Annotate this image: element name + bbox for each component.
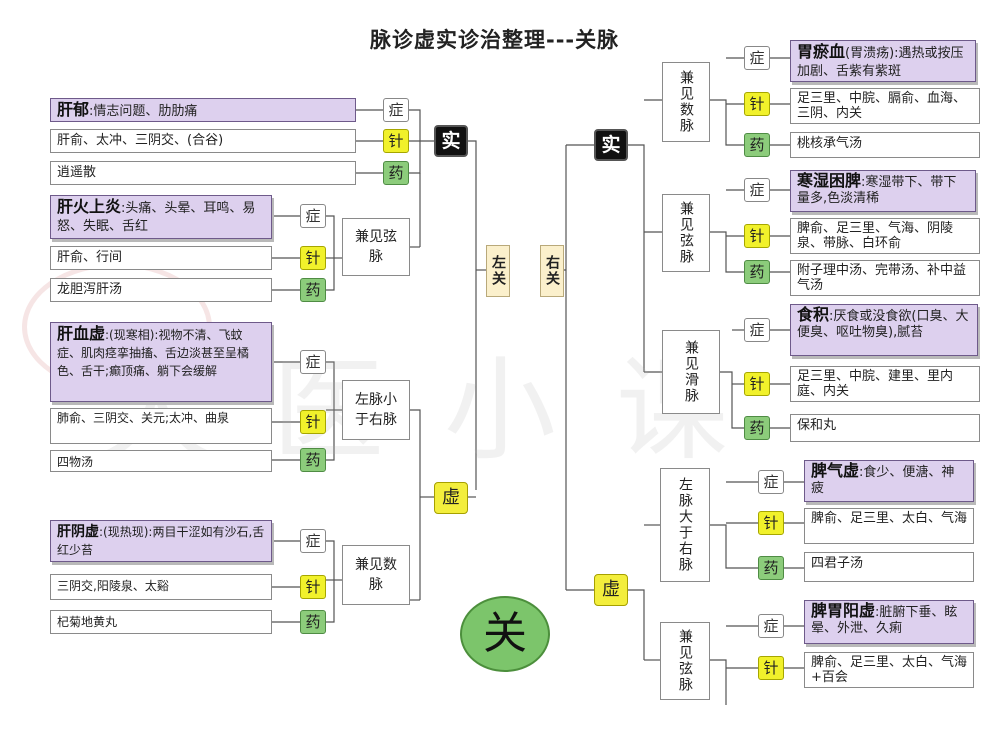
sub-node-left-shu: 兼见数脉 <box>342 545 410 605</box>
zheng-tag: 症 <box>300 350 326 374</box>
yao-tag: 药 <box>300 448 326 472</box>
zheng-tag: 症 <box>744 318 770 342</box>
sub-node-left-xiao: 左脉小于右脉 <box>342 380 410 440</box>
sub-node-left-xian: 兼见弦脉 <box>342 218 410 276</box>
zhen-tag: 针 <box>744 224 770 248</box>
right-shi-node: 实 <box>594 129 628 161</box>
zhen-tag: 针 <box>300 575 326 599</box>
zhen-tag: 针 <box>744 92 770 116</box>
yao-box-gan-huo: 龙胆泻肝汤 <box>50 278 272 302</box>
zheng-desc: :厌食或没食欲(口臭、大便臭、呕吐物臭),腻苔 <box>797 309 969 340</box>
zhen-box-gan-xue-xu: 肺俞、三阴交、关元;太冲、曲泉 <box>50 408 272 444</box>
zhen-tag: 针 <box>300 410 326 434</box>
zheng-tag: 症 <box>744 178 770 202</box>
zheng-tag: 症 <box>383 98 409 122</box>
yao-box-shi-ji: 保和丸 <box>790 414 980 442</box>
left-shi-node: 实 <box>434 125 468 157</box>
guan-center-circle: 关 <box>460 596 550 672</box>
sub-node-right-xu-xian: 兼见弦脉 <box>660 622 710 700</box>
zheng-desc: :寒湿带下、带下量多,色淡清稀 <box>797 175 957 206</box>
yao-tag: 药 <box>758 556 784 580</box>
zheng-desc: (胃溃疡):遇热或按压加剧、舌紫有紫斑 <box>797 46 964 79</box>
zhen-box-gan-yin-xu: 三阴交,阳陵泉、太谿 <box>50 574 272 600</box>
zheng-name: 脾胃阳虚 <box>811 601 876 620</box>
zhen-box-gan-huo: 肝俞、行间 <box>50 246 272 270</box>
zheng-box-wei-yu-xue: 胃瘀血(胃溃疡):遇热或按压加剧、舌紫有紫斑 <box>790 40 976 82</box>
yao-tag: 药 <box>383 161 409 185</box>
zheng-box-gan-huo: 肝火上炎:头痛、头晕、耳鸣、易怒、失眠、舌红 <box>50 195 272 239</box>
yao-tag: 药 <box>744 260 770 284</box>
zhen-tag: 针 <box>744 372 770 396</box>
left-xu-node: 虚 <box>434 482 468 514</box>
zhen-tag: 针 <box>758 511 784 535</box>
zheng-box-gan-xue-xu: 肝血虚:(现寒相):视物不清、飞蚊症、肌肉痉挛抽搐、舌边淡甚至呈橘色、舌干;癫顶… <box>50 322 272 402</box>
zheng-tag: 症 <box>758 614 784 638</box>
yao-box-pi-qi-xu: 四君子汤 <box>804 552 974 582</box>
sub-node-right-xian: 兼见弦脉 <box>662 194 710 272</box>
right-guan-label: 右关 <box>540 245 564 297</box>
zhen-box-pi-wei-yang-xu: 脾俞、足三里、太白、气海+百会 <box>804 652 974 688</box>
zhen-box-pi-qi-xu: 脾俞、足三里、太白、气海 <box>804 508 974 544</box>
zheng-box-shi-ji: 食积:厌食或没食欲(口臭、大便臭、呕吐物臭),腻苔 <box>790 304 978 356</box>
zheng-name: 肝阴虚 <box>57 524 99 540</box>
zheng-desc: :(现寒相):视物不清、飞蚊症、肌肉痉挛抽搐、舌边淡甚至呈橘色、舌干;癫顶痛、躺… <box>57 328 250 378</box>
zheng-desc: :食少、便溏、神疲 <box>811 465 955 496</box>
zheng-box-han-shi: 寒湿困脾:寒湿带下、带下量多,色淡清稀 <box>790 170 976 212</box>
left-guan-label: 左关 <box>486 245 510 297</box>
zheng-desc: :(现热现):两目干涩如有沙石,舌红少苔 <box>57 525 265 557</box>
zheng-box-gan-yin-xu: 肝阴虚:(现热现):两目干涩如有沙石,舌红少苔 <box>50 520 272 562</box>
zhen-tag: 针 <box>300 246 326 270</box>
zheng-box-pi-qi-xu: 脾气虚:食少、便溏、神疲 <box>804 460 974 502</box>
zheng-name: 肝血虚 <box>57 324 106 343</box>
zheng-name: 食积 <box>797 305 830 324</box>
zheng-name: 脾气虚 <box>811 461 860 480</box>
zheng-box-pi-wei-yang-xu: 脾胃阳虚:脏腑下垂、眩晕、外泄、久痢 <box>804 600 974 644</box>
zheng-tag: 症 <box>300 529 326 553</box>
yao-box-wei-yu-xue: 桃核承气汤 <box>790 132 980 158</box>
sub-node-right-shu: 兼见数脉 <box>662 62 710 142</box>
yao-box-gan-xue-xu: 四物汤 <box>50 450 272 472</box>
yao-tag: 药 <box>300 610 326 634</box>
zheng-desc: :脏腑下垂、眩晕、外泄、久痢 <box>811 605 958 636</box>
page-title: 脉诊虚实诊治整理---关脉 <box>370 28 620 52</box>
yao-box-gan-yin-xu: 杞菊地黄丸 <box>50 610 272 634</box>
zhen-box-shi-ji: 足三里、中脘、建里、里内庭、内关 <box>790 366 980 402</box>
sub-node-right-hua: 兼见滑脉 <box>662 330 720 414</box>
zheng-name: 肝郁 <box>57 100 90 119</box>
sub-node-right-da: 左脉大于右脉 <box>660 468 710 582</box>
zheng-box-gan-yu: 肝郁:情志问题、肋肋痛 <box>50 98 356 122</box>
right-xu-node: 虚 <box>594 574 628 606</box>
zhen-tag: 针 <box>383 129 409 153</box>
zheng-desc: :头痛、头晕、耳鸣、易怒、失眠、舌红 <box>57 201 256 234</box>
yao-tag: 药 <box>744 133 770 157</box>
yao-tag: 药 <box>744 416 770 440</box>
yao-box-gan-yu: 逍遥散 <box>50 161 356 185</box>
zheng-tag: 症 <box>758 470 784 494</box>
zheng-name: 肝火上炎 <box>57 197 122 216</box>
zheng-tag: 症 <box>300 204 326 228</box>
yao-box-han-shi: 附子理中汤、完带汤、补中益气汤 <box>790 260 980 296</box>
zhen-box-han-shi: 脾俞、足三里、气海、阴陵泉、带脉、白环俞 <box>790 218 980 254</box>
zhen-box-gan-yu: 肝俞、太冲、三阴交、(合谷) <box>50 129 356 153</box>
zhen-box-wei-yu-xue: 足三里、中脘、膈俞、血海、三阴、内关 <box>790 88 980 124</box>
zheng-desc: :情志问题、肋肋痛 <box>89 104 198 119</box>
zheng-name: 胃瘀血 <box>797 42 846 61</box>
yao-tag: 药 <box>300 278 326 302</box>
zheng-tag: 症 <box>744 46 770 70</box>
zhen-tag: 针 <box>758 656 784 680</box>
zheng-name: 寒湿困脾 <box>797 171 862 190</box>
